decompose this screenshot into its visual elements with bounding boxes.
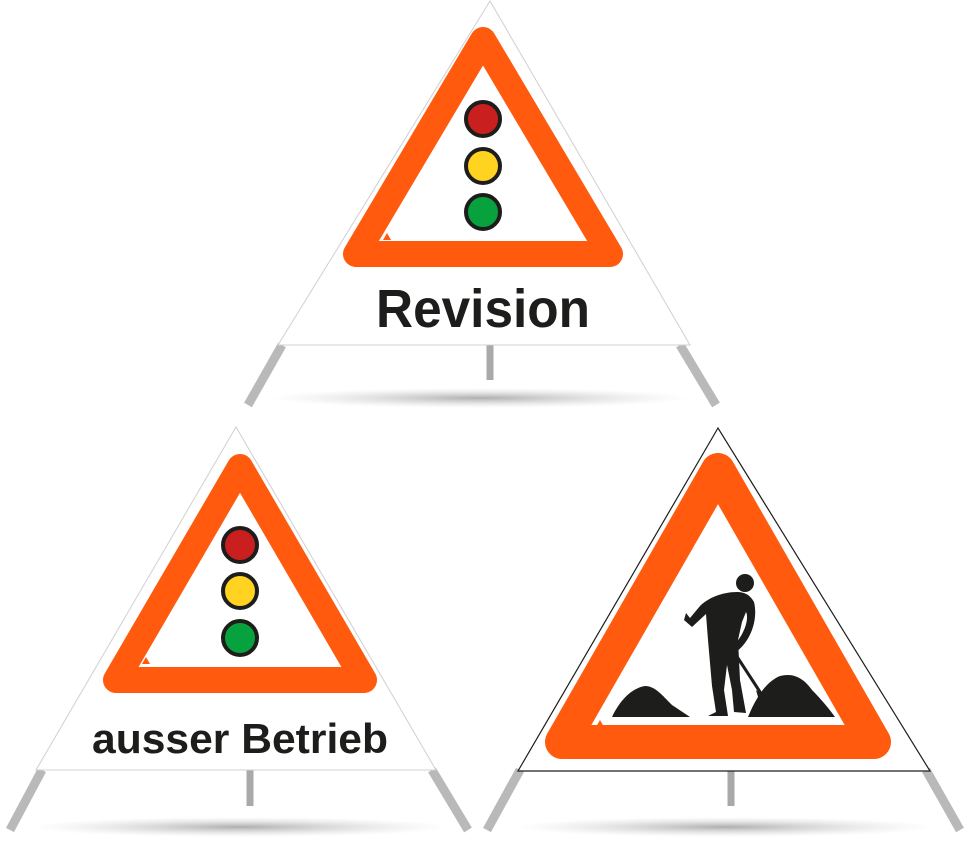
ground-shadow <box>30 817 450 837</box>
traffic-light-icon <box>221 526 259 657</box>
stand-leg-left <box>244 342 286 408</box>
sign-label: ausser Betrieb <box>92 715 388 762</box>
manufacturer-logo <box>383 233 391 240</box>
sign-roadworks <box>483 426 964 837</box>
ground-shadow <box>270 388 690 408</box>
stand-leg-right <box>428 767 472 833</box>
stand-leg-right <box>922 767 964 833</box>
stand-leg-left <box>6 767 46 833</box>
traffic-light-icon <box>464 100 502 231</box>
sign-label: Revision <box>376 279 590 339</box>
ground-shadow <box>515 817 935 837</box>
sign-ausser-betrieb: ausser Betrieb <box>6 426 472 837</box>
sign-revision: Revision <box>244 0 720 408</box>
stand-leg-right <box>676 342 720 408</box>
stand-leg-left <box>483 767 524 833</box>
road-worker-icon <box>612 574 835 717</box>
manufacturer-logo <box>596 720 604 727</box>
manufacturer-logo <box>142 657 150 664</box>
